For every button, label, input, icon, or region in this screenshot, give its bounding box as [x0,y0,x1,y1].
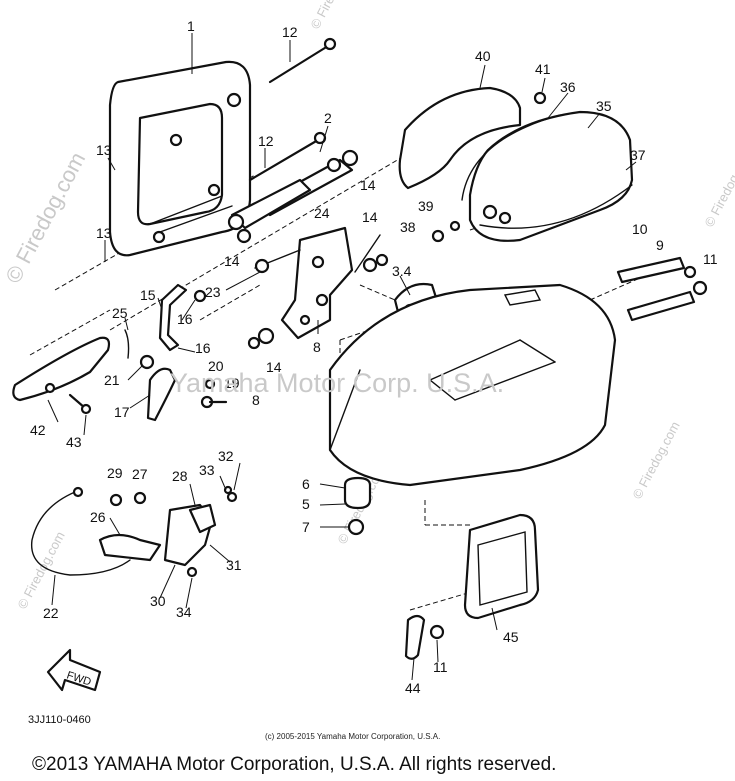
forward-arrow: FWD [46,648,102,692]
callout-30: 30 [150,593,166,609]
callout-31: 31 [226,557,242,573]
callout-19: 19 [224,375,240,391]
callout-14-a: 14 [360,177,376,193]
leader-lines [47,33,637,681]
backrest-frame [108,60,252,257]
callout-5: 5 [302,496,310,512]
callout-21: 21 [104,372,120,388]
callout-16-a: 16 [177,311,193,327]
callout-11-low: 11 [433,659,448,675]
main-body [328,283,617,487]
callout-35: 35 [596,98,612,114]
callout-8-upper: 8 [313,339,321,355]
callout-43: 43 [66,434,82,450]
callout-37: 37 [630,147,646,163]
callout-12-top: 12 [282,24,298,40]
part-callouts: 1 12 12 13 13 2 14 14 14 14 24 40 41 36 … [30,18,718,696]
callout-15: 15 [140,287,156,303]
footer-copyright: ©2013 YAMAHA Motor Corporation, U.S.A. A… [32,754,556,775]
callout-26: 26 [90,509,106,525]
callout-45: 45 [503,629,519,645]
callout-17: 17 [114,404,130,420]
callout-23: 23 [205,284,221,300]
callout-32: 32 [218,448,234,464]
callout-12-mid: 12 [258,133,274,149]
callout-20: 20 [208,358,224,374]
callout-39: 39 [418,198,434,214]
callout-14-d: 14 [266,359,282,375]
bracket-plate [227,149,359,244]
lower-bracket [163,485,238,578]
watermark-top-mid: © Firedog.com [307,0,360,31]
callout-6: 6 [302,476,310,492]
drawing-code: 3JJ110-0460 [28,714,91,726]
callout-24: 24 [314,205,330,221]
callout-40: 40 [475,48,491,64]
callout-38: 38 [400,219,416,235]
callout-3-4: 3.4 [392,263,412,279]
callout-36: 36 [560,79,576,95]
watermark-right-top: © Firedog.com [701,147,735,229]
hook-and-nut [404,614,445,660]
callout-44: 44 [405,680,421,696]
watermark-left: © Firedog.com [0,148,90,287]
callout-11-right: 11 [703,251,718,267]
watermark-lower-left: © Firedog.com [14,529,67,611]
callout-29: 29 [107,465,123,481]
callout-9: 9 [656,237,664,253]
callout-42: 42 [30,422,46,438]
long-bolts [248,37,337,182]
top-cover [398,86,547,190]
callout-14-c: 14 [362,209,378,225]
callout-1: 1 [187,18,195,34]
callout-14-b: 14 [224,253,240,269]
strap-assembly [616,256,708,322]
callout-16-b: 16 [195,340,211,356]
grommet-stack [343,476,372,536]
callout-28: 28 [172,468,188,484]
left-bracket [12,336,111,415]
lid-assembly [461,110,634,242]
hinge-bracket [247,226,389,350]
callout-13-top: 13 [96,142,112,158]
callout-22: 22 [43,605,59,621]
small-screws [431,220,461,243]
callout-7: 7 [302,519,310,535]
callout-33: 33 [199,462,215,478]
linkage-parts [124,283,228,422]
callout-27: 27 [132,466,148,482]
watermark-center: Yamaha Motor Corp. U.S.A. [170,368,504,398]
callout-13-low: 13 [96,225,112,241]
callout-25: 25 [112,305,128,321]
control-box [463,513,540,620]
small-copyright: (c) 2005-2015 Yamaha Motor Corporation, … [265,732,440,741]
watermark-right-mid: © Firedog.com [629,419,682,501]
callout-10: 10 [632,221,648,237]
callout-41: 41 [535,61,551,77]
callout-8-lower: 8 [252,392,260,408]
callout-34: 34 [176,604,192,620]
cable-and-lever [30,486,162,576]
callout-2: 2 [324,110,332,126]
